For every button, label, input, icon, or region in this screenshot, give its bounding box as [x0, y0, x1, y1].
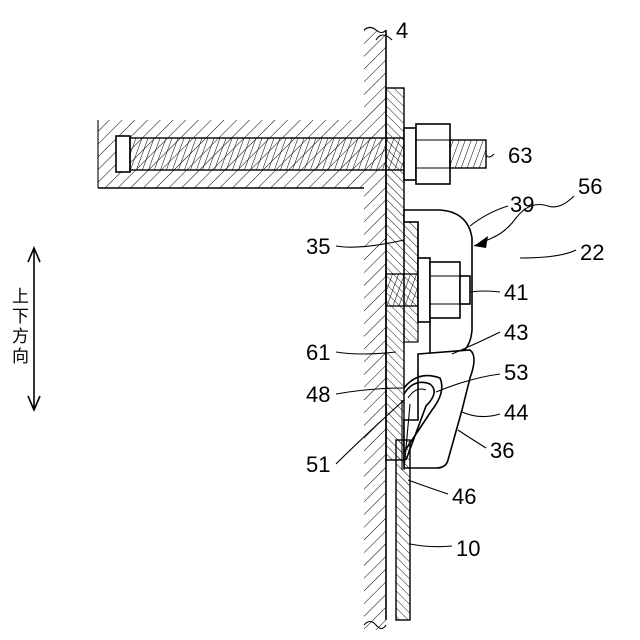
label-10: 10	[456, 536, 480, 561]
label-61: 61	[306, 340, 330, 365]
label-36: 36	[490, 438, 514, 463]
label-53: 53	[504, 360, 528, 385]
label-63: 63	[508, 143, 532, 168]
label-43: 43	[504, 320, 528, 345]
direction-label: 上 下 方 向	[12, 287, 29, 367]
label-41: 41	[504, 280, 528, 305]
hook-member-43	[404, 350, 474, 468]
label-22: 22	[580, 240, 604, 265]
label-56: 56	[578, 174, 602, 199]
wall-4	[364, 28, 386, 631]
direction-char-2: 下	[12, 307, 29, 327]
direction-char-4: 向	[12, 347, 29, 367]
label-46: 46	[452, 484, 476, 509]
label-48: 48	[306, 382, 330, 407]
label-39: 39	[510, 192, 534, 217]
vertical-direction-arrow	[28, 248, 40, 410]
label-51: 51	[306, 452, 330, 477]
direction-char-3: 方	[12, 327, 29, 347]
label-35: 35	[306, 234, 330, 259]
label-4: 4	[396, 18, 408, 43]
direction-char-1: 上	[12, 287, 29, 307]
label-44: 44	[504, 400, 528, 425]
